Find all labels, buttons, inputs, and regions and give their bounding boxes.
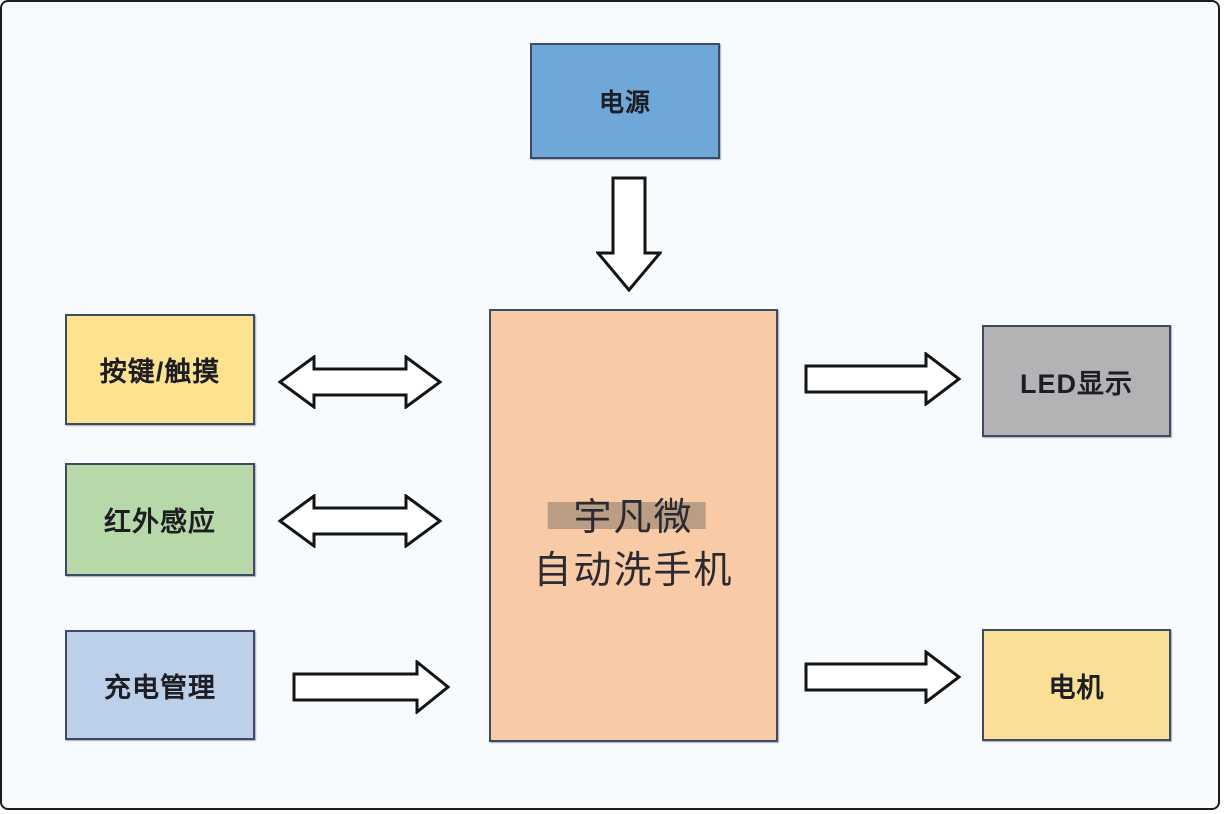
arrow-power-to-mcu-down-icon (596, 176, 662, 293)
node-led-display: LED显示 (982, 325, 1171, 437)
arrow-touch-mcu-bidirectional-icon (278, 355, 442, 409)
arrow-charge-to-mcu-icon (292, 660, 450, 714)
watermark-strip (548, 501, 707, 529)
node-motor-label: 电机 (1048, 672, 1105, 703)
arrow-mcu-to-led-icon (804, 352, 961, 406)
arrow-infrared-mcu-bidirectional-icon (278, 494, 442, 548)
node-led-display-label: LED显示 (1020, 368, 1133, 399)
node-mcu-label-line1: 宇凡微 (548, 492, 707, 545)
node-motor: 电机 (982, 629, 1171, 741)
node-charge-management-label: 充电管理 (104, 672, 216, 703)
node-touch-keys: 按键/触摸 (65, 314, 255, 425)
node-power: 电源 (530, 43, 720, 159)
node-infrared-sensor-label: 红外感应 (104, 507, 216, 537)
node-charge-management: 充电管理 (65, 630, 255, 740)
node-infrared-sensor: 红外感应 (65, 463, 255, 576)
node-touch-keys-label: 按键/触摸 (99, 357, 221, 387)
node-mcu-main-controller: 宇凡微 自动洗手机 (489, 309, 778, 742)
node-mcu-label-line2: 自动洗手机 (533, 549, 734, 592)
node-power-label: 电源 (598, 89, 651, 117)
arrow-mcu-to-motor-icon (804, 650, 961, 704)
